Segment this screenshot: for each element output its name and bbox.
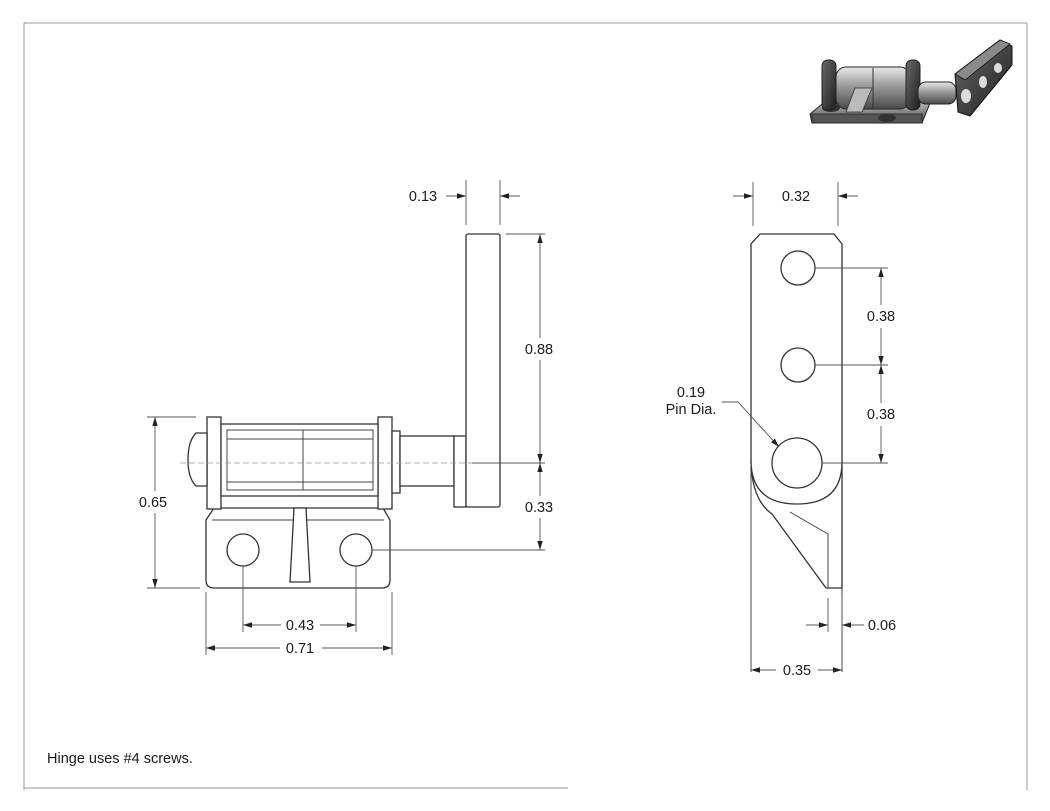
drawing-note: Hinge uses #4 screws. xyxy=(47,751,193,767)
side-view-dimensions: 0.32 0.38 0.38 0.19 Pin Dia. 0.06 0.35 xyxy=(666,189,897,679)
dim-gap: 0.06 xyxy=(868,618,896,634)
dim-tab-width: 0.32 xyxy=(782,189,810,205)
side-view xyxy=(750,233,843,672)
dim-hole-spacing: 0.43 xyxy=(286,618,314,634)
dim-overall-depth: 0.35 xyxy=(783,663,811,679)
dim-overall-height: 0.65 xyxy=(139,495,167,511)
dim-tab-below-pin: 0.33 xyxy=(525,500,553,516)
dim-hole-spacing-upper: 0.38 xyxy=(867,309,895,325)
dim-pin-diameter-label: Pin Dia. xyxy=(666,402,717,418)
isometric-view xyxy=(809,39,1013,124)
dim-overall-width: 0.71 xyxy=(286,641,314,657)
dim-pin-diameter-value: 0.19 xyxy=(677,385,705,401)
front-view-dimensions: 0.13 0.88 0.33 0.65 0.43 0.71 xyxy=(139,189,553,657)
dim-tab-thickness: 0.13 xyxy=(409,189,437,205)
dim-hole-spacing-lower: 0.38 xyxy=(867,407,895,423)
dim-tab-height: 0.88 xyxy=(525,342,553,358)
sheet-border xyxy=(23,22,1028,790)
front-view xyxy=(180,233,501,589)
